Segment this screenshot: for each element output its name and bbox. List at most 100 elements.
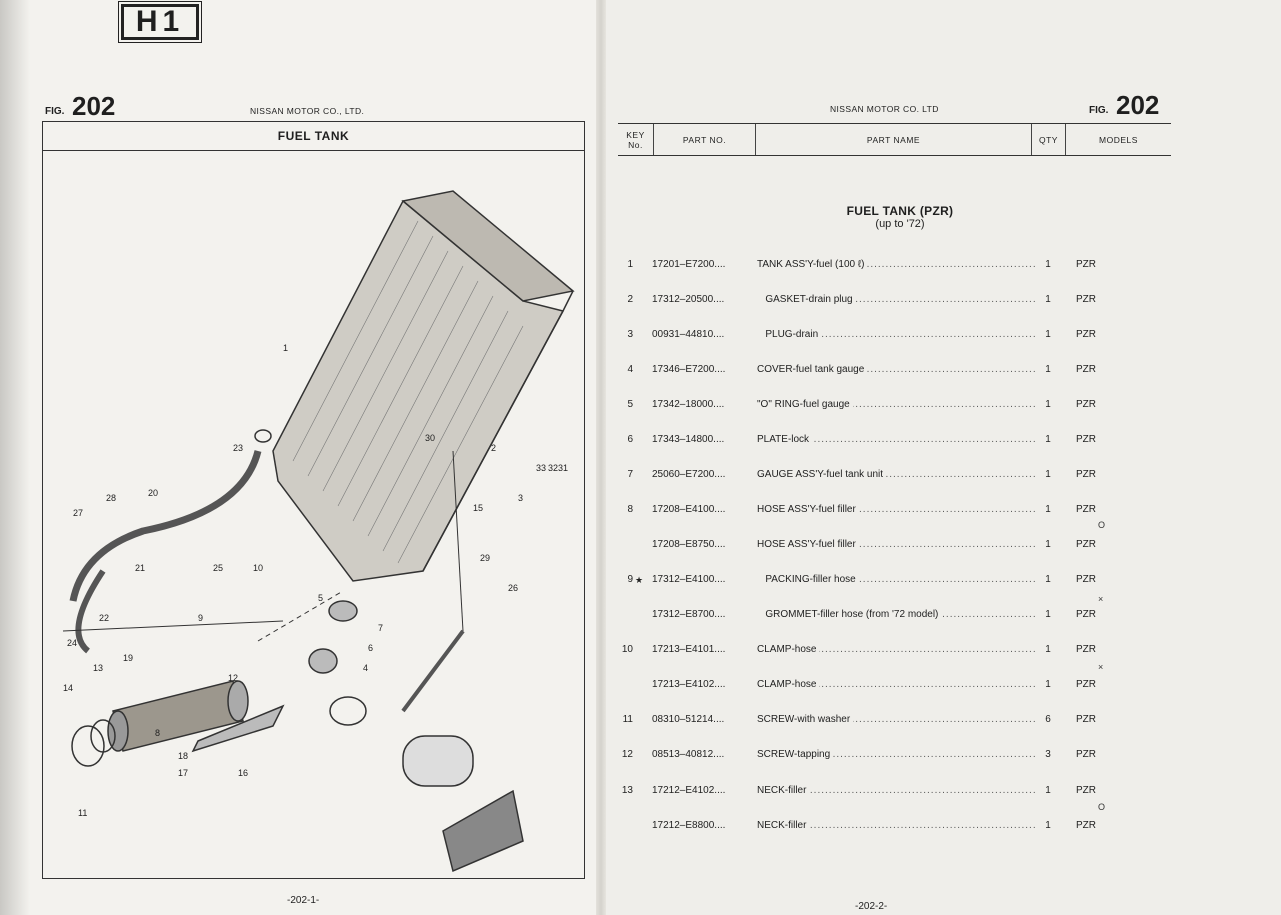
callout-24: 24 bbox=[67, 638, 77, 648]
row-part-no: 17208–E4100.... bbox=[652, 504, 726, 515]
row-qty: 1 bbox=[1045, 259, 1051, 270]
row-part-no: 17213–E4101.... bbox=[652, 644, 726, 655]
row-part-no: 17312–E8700.... bbox=[652, 609, 726, 620]
row-qty: 1 bbox=[1045, 820, 1051, 831]
row-part-no: 17208–E8750.... bbox=[652, 539, 726, 550]
row-part-name: "O" RING-fuel gauge bbox=[757, 397, 1035, 413]
col-qty: QTY bbox=[1032, 124, 1066, 155]
row-model: PZR bbox=[1076, 469, 1096, 480]
callout-14: 14 bbox=[63, 683, 73, 693]
col-key: KEY No. bbox=[618, 124, 654, 155]
section-tag: H1 bbox=[118, 1, 202, 43]
maker-left: NISSAN MOTOR CO., LTD. bbox=[250, 106, 365, 116]
row-model: PZR bbox=[1076, 820, 1096, 831]
row-key: 7 bbox=[627, 469, 633, 480]
callout-9: 9 bbox=[198, 613, 203, 623]
row-model: PZR bbox=[1076, 574, 1096, 585]
callout-20: 20 bbox=[148, 488, 158, 498]
row-part-name: PACKING-filler hose bbox=[757, 572, 1035, 588]
fig-number-left: 202 bbox=[72, 91, 116, 121]
row-qty: 1 bbox=[1045, 785, 1051, 796]
row-qty: 1 bbox=[1045, 469, 1051, 480]
section-subtitle: (up to '72) bbox=[875, 218, 925, 230]
callout-15: 15 bbox=[473, 503, 483, 513]
row-model: PZR bbox=[1076, 259, 1096, 270]
callout-23: 23 bbox=[233, 443, 243, 453]
row-qty: 1 bbox=[1045, 644, 1051, 655]
callout-12: 12 bbox=[228, 673, 238, 683]
row-model: PZR bbox=[1076, 785, 1096, 796]
row-key: 5 bbox=[627, 399, 633, 410]
row-qty: 1 bbox=[1045, 504, 1051, 515]
callout-28: 28 bbox=[106, 493, 116, 503]
row-part-no: 08513–40812.... bbox=[652, 749, 725, 760]
callout-5: 5 bbox=[318, 593, 323, 603]
row-key: 10 bbox=[621, 644, 633, 655]
callout-29: 29 bbox=[480, 553, 490, 563]
callout-16: 16 bbox=[238, 768, 248, 778]
row-key: 9 bbox=[627, 574, 633, 585]
parts-table-header: KEY No. PART NO. PART NAME QTY MODELS bbox=[618, 123, 1171, 156]
row-part-no: 00931–44810.... bbox=[652, 329, 725, 340]
col-part-name: PART NAME bbox=[756, 124, 1032, 155]
callout-6: 6 bbox=[368, 643, 373, 653]
row-qty: 1 bbox=[1045, 399, 1051, 410]
section-title: FUEL TANK (PZR) bbox=[846, 204, 954, 218]
row-part-name: HOSE ASS'Y-fuel filler bbox=[757, 537, 1035, 553]
book-spine bbox=[596, 0, 606, 915]
row-key: 13 bbox=[621, 785, 633, 796]
callout-7: 7 bbox=[378, 623, 383, 633]
filler-hose bbox=[69, 450, 262, 602]
callout-2: 2 bbox=[491, 443, 496, 453]
fig-label-left: FIG. bbox=[45, 106, 65, 117]
fig-number-right: 202 bbox=[1116, 90, 1160, 120]
row-key: 1 bbox=[627, 259, 633, 270]
callout-19: 19 bbox=[123, 653, 133, 663]
row-key: 3 bbox=[627, 329, 633, 340]
row-part-name: GASKET-drain plug bbox=[757, 292, 1035, 308]
row-model: PZR bbox=[1076, 644, 1096, 655]
footer-left: -202-1- bbox=[287, 895, 320, 906]
row-part-no: 25060–E7200.... bbox=[652, 469, 726, 480]
row-part-no: 17213–E4102.... bbox=[652, 679, 726, 690]
row-part-no: 17346–E7200.... bbox=[652, 364, 726, 375]
row-qty: 1 bbox=[1045, 679, 1051, 690]
callout-22: 22 bbox=[99, 613, 109, 623]
callout-4: 4 bbox=[363, 663, 368, 673]
table-row: 9★17312–E4100.... PACKING-filler hose1PZ… bbox=[606, 572, 1106, 588]
table-row: 17312–E8700.... GROMMET-filler hose (fro… bbox=[606, 607, 1106, 623]
row-key: 12 bbox=[621, 749, 633, 760]
row-key: 8 bbox=[627, 504, 633, 515]
row-part-name: GAUGE ASS'Y-fuel tank unit bbox=[757, 467, 1035, 483]
callout-18: 18 bbox=[178, 751, 188, 761]
row-part-name: PLATE-lock bbox=[757, 432, 1035, 448]
row-part-no: 17312–E4100.... bbox=[652, 574, 726, 585]
callout-21: 21 bbox=[135, 563, 145, 573]
row-part-no: 17212–E8800.... bbox=[652, 820, 726, 831]
row-qty: 1 bbox=[1045, 574, 1051, 585]
row-part-no: 17343–14800.... bbox=[652, 434, 725, 445]
row-model: PZR bbox=[1076, 294, 1096, 305]
row-part-no: 08310–51214.... bbox=[652, 714, 725, 725]
row-part-name: HOSE ASS'Y-fuel filler bbox=[757, 502, 1035, 518]
row-part-no: 17201–E7200.... bbox=[652, 259, 726, 270]
row-qty: 1 bbox=[1045, 539, 1051, 550]
interchange-bracket: O bbox=[1098, 520, 1106, 530]
row-part-no: 17342–18000.... bbox=[652, 399, 725, 410]
row-key: 6 bbox=[627, 434, 633, 445]
row-part-name: CLAMP-hose bbox=[757, 677, 1035, 693]
row-part-name: SCREW-with washer bbox=[757, 712, 1035, 728]
row-part-name: GROMMET-filler hose (from '72 model) bbox=[757, 607, 1035, 623]
row-model: PZR bbox=[1076, 749, 1096, 760]
callout-32: 32 bbox=[548, 463, 558, 473]
row-part-name: TANK ASS'Y-fuel (100 ℓ) bbox=[757, 257, 1035, 273]
